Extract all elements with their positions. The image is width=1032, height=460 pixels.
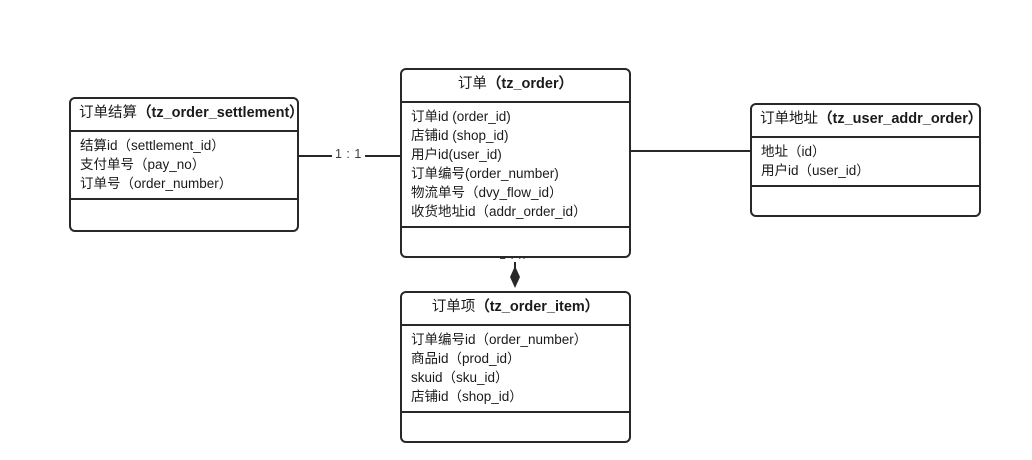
entity-title-code: （tz_user_addr_order）: [818, 111, 983, 127]
entity-tz-user-addr-order[interactable]: 订单地址（tz_user_addr_order） 地址（id） 用户id（use…: [750, 103, 983, 217]
entity-footer-tz-order-settlement: [71, 200, 297, 230]
attribute-row: 店铺id（shop_id）: [411, 388, 523, 404]
entity-footer-tz-order: [402, 228, 629, 256]
entity-tz-order-item[interactable]: 订单项（tz_order_item） 订单编号id（order_number） …: [400, 291, 631, 443]
entity-title-code: （tz_order）: [486, 76, 574, 92]
attribute-row: 订单id (order_id): [411, 108, 511, 124]
attribute-row: 物流单号（dvy_flow_id）: [411, 184, 563, 200]
attribute-row: 订单编号(order_number): [411, 165, 559, 181]
entity-title-code: （tz_order_item）: [475, 299, 600, 315]
entity-title-tz-order: 订单（tz_order）: [402, 70, 629, 103]
entity-title-tz-order-settlement: 订单结算（tz_order_settlement）: [71, 99, 304, 132]
entity-title-cn: 订单项: [431, 299, 476, 315]
connector-order-to-address: [631, 150, 750, 152]
relationship-label-one-to-one: 1 : 1: [332, 147, 365, 161]
entity-attributes-tz-order-settlement: 结算id（settlement_id） 支付单号（pay_no） 订单号（ord…: [71, 132, 297, 200]
attribute-row: skuid（sku_id）: [411, 369, 509, 385]
entity-footer-tz-user-addr-order: [752, 187, 979, 215]
attribute-row: 订单号（order_number）: [80, 175, 233, 191]
attribute-row: 支付单号（pay_no）: [80, 156, 206, 172]
entity-title-cn: 订单结算: [79, 105, 137, 121]
entity-footer-tz-order-item: [402, 413, 629, 441]
entity-attributes-tz-user-addr-order: 地址（id） 用户id（user_id）: [752, 138, 979, 187]
entity-attributes-tz-order: 订单id (order_id) 店铺id (shop_id) 用户id(user…: [402, 103, 629, 228]
entity-title-code: （tz_order_settlement）: [137, 105, 304, 121]
entity-title-cn: 订单地址: [760, 111, 818, 127]
attribute-row: 用户id（user_id）: [761, 162, 870, 178]
entity-title-cn: 订单: [457, 76, 487, 92]
attribute-row: 用户id(user_id): [411, 146, 502, 162]
attribute-row: 收货地址id（addr_order_id）: [411, 203, 587, 219]
entity-attributes-tz-order-item: 订单编号id（order_number） 商品id（prod_id） skuid…: [402, 326, 629, 413]
attribute-row: 地址（id）: [761, 143, 826, 159]
entity-tz-order[interactable]: 订单（tz_order） 订单id (order_id) 店铺id (shop_…: [400, 68, 631, 258]
entity-title-tz-user-addr-order: 订单地址（tz_user_addr_order）: [752, 105, 983, 138]
entity-tz-order-settlement[interactable]: 订单结算（tz_order_settlement） 结算id（settlemen…: [69, 97, 304, 232]
attribute-row: 店铺id (shop_id): [411, 127, 509, 143]
filled-diamond-marker: [510, 266, 520, 288]
attribute-row: 商品id（prod_id）: [411, 350, 521, 366]
attribute-row: 结算id（settlement_id）: [80, 137, 225, 153]
entity-title-tz-order-item: 订单项（tz_order_item）: [402, 293, 629, 326]
attribute-row: 订单编号id（order_number）: [411, 331, 588, 347]
